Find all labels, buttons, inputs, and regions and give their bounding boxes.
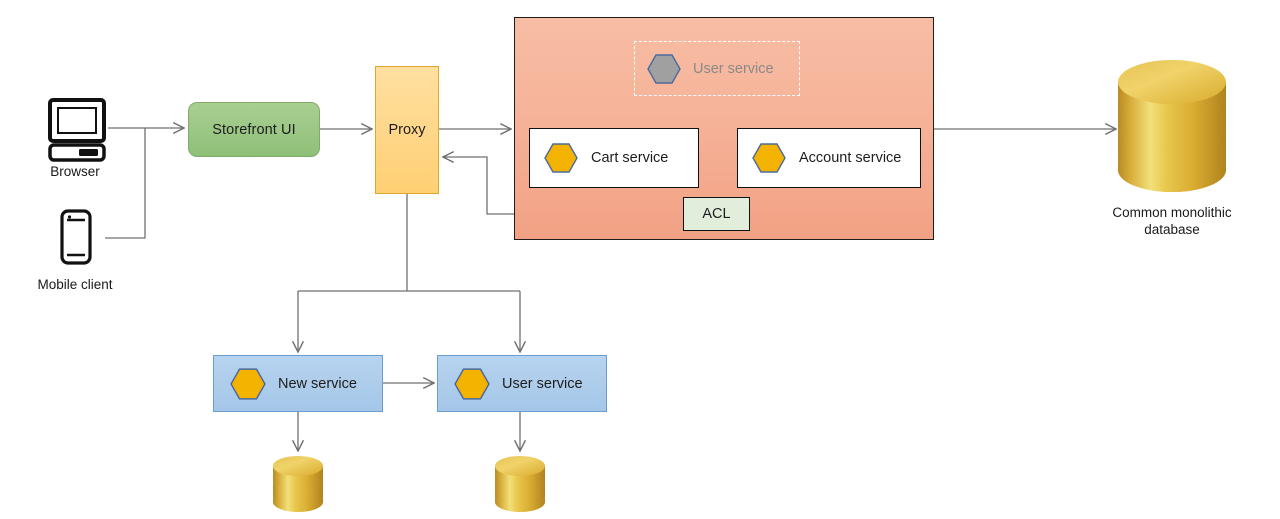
storefront-ui-label: Storefront UI — [212, 121, 296, 138]
hexagon-icon-amber — [752, 143, 786, 173]
legacy-user-service-node[interactable]: User service — [634, 41, 800, 96]
cart-service-label: Cart service — [591, 150, 669, 166]
user-service-node[interactable]: User service — [437, 355, 607, 412]
hexagon-icon-gray — [647, 53, 681, 84]
new-service-label: New service — [278, 375, 357, 392]
account-service-node[interactable]: Account service — [737, 128, 921, 188]
new-service-node[interactable]: New service — [213, 355, 383, 412]
cart-service-node[interactable]: Cart service — [529, 128, 699, 188]
storefront-ui-node[interactable]: Storefront UI — [188, 102, 320, 157]
hexagon-icon-amber — [544, 143, 578, 173]
proxy-node[interactable]: Proxy — [375, 66, 439, 194]
hexagon-icon-amber — [230, 367, 266, 400]
account-service-label: Account service — [799, 150, 902, 166]
browser-label: Browser — [50, 164, 100, 179]
acl-node[interactable]: ACL — [683, 197, 750, 231]
desktop-computer-icon — [46, 98, 108, 167]
acl-label: ACL — [702, 206, 731, 222]
new-service-database-icon — [271, 452, 325, 519]
mobile-client-label: Mobile client — [37, 277, 113, 292]
legacy-user-service-label: User service — [693, 60, 774, 77]
user-service-database-icon — [493, 452, 547, 519]
mobile-phone-icon — [59, 209, 93, 270]
common-database-icon — [1114, 58, 1230, 203]
user-service-label: User service — [502, 375, 583, 392]
common-database-label: Common monolithic database — [1112, 205, 1232, 237]
hexagon-icon-amber — [454, 367, 490, 400]
proxy-label: Proxy — [388, 122, 426, 138]
